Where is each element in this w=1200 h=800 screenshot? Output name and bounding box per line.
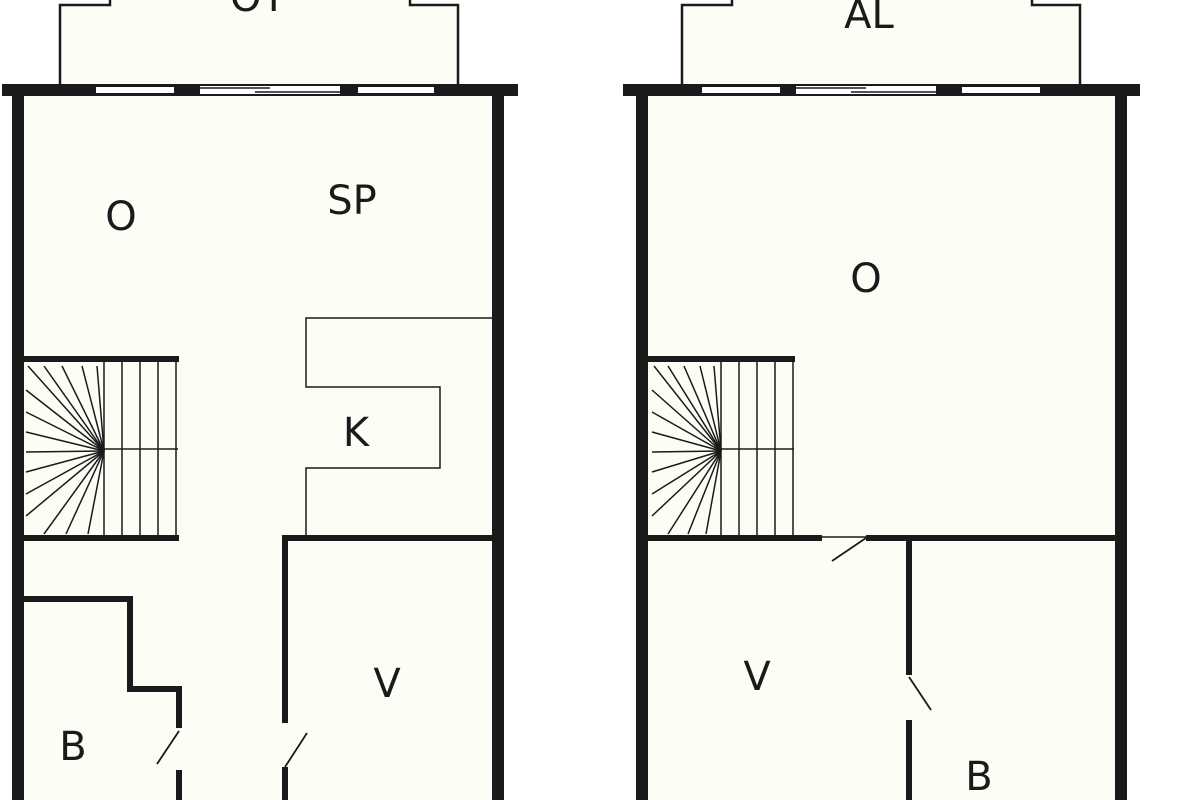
terrace-outline (58, 0, 460, 84)
door-swing (908, 676, 932, 711)
v-b-wall (906, 720, 912, 800)
terrace-floor (60, 0, 458, 84)
room-label-o: O (850, 256, 881, 302)
window (962, 87, 1040, 93)
room-label-k: K (343, 410, 371, 456)
floor-plan-left: OT O SP K V B (2, 0, 518, 800)
room-label-o: O (105, 194, 136, 240)
room-label-ot: OT (230, 0, 286, 21)
v-b-wall (906, 541, 912, 675)
kitchen-counter (305, 317, 492, 537)
room-label-al: AL (844, 0, 894, 38)
stair-wall-bottom (22, 535, 179, 541)
divider-wall (648, 535, 822, 541)
staircase (25, 362, 178, 536)
room-label-v: V (743, 654, 771, 700)
staircase (651, 362, 794, 536)
room-label-v: V (373, 661, 401, 707)
left-wall (636, 84, 648, 800)
sliding-door (796, 86, 936, 94)
right-wall (1115, 84, 1127, 800)
floor-plan-right: AL O V B (623, 0, 1140, 800)
door-swing (156, 730, 180, 765)
right-wall (492, 84, 504, 800)
balcony-floor (682, 0, 1080, 84)
sliding-door (200, 86, 340, 94)
room-label-b: B (965, 754, 992, 800)
v-room-wall-top (282, 535, 494, 541)
door-swing (284, 732, 308, 768)
left-wall (12, 84, 24, 800)
window (702, 87, 780, 93)
balcony-outline (680, 0, 1082, 84)
window (96, 87, 174, 93)
stair-wall-top (648, 356, 795, 362)
window (358, 87, 434, 93)
v-room-wall-left (282, 535, 288, 723)
stair-wall-top (22, 356, 179, 362)
room-label-b: B (59, 724, 86, 770)
v-room-wall-left (282, 767, 288, 800)
room-label-sp: SP (327, 178, 377, 224)
floor-area (648, 96, 1116, 800)
door-swing (831, 537, 867, 562)
b-room-wall (176, 770, 182, 800)
divider-wall (866, 535, 1116, 541)
